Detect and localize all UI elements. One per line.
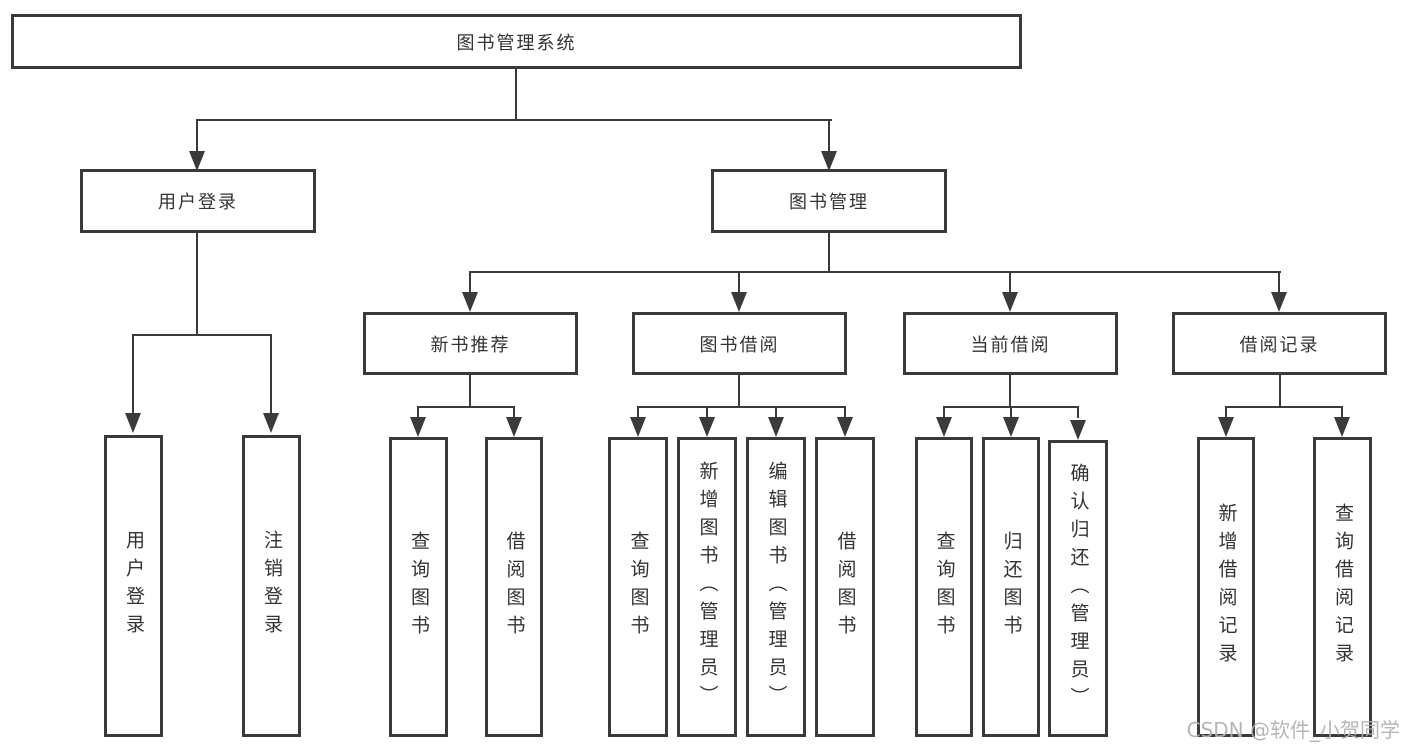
leaf-label: 归还图书 [1000,531,1023,643]
arrowhead-down [189,151,205,171]
connector-line [1225,406,1227,418]
leaf-add-borrow-record: 新增借阅记录 [1197,437,1255,737]
connector-line [828,233,830,273]
node-label: 图书借阅 [699,334,780,356]
arrowhead-down [263,413,279,433]
connector-line [469,271,471,293]
arrowhead-down [1003,417,1019,437]
connector-line [637,406,846,408]
node-label: 图书管理 [789,192,869,213]
connector-line [637,406,639,418]
node-label: 新书推荐 [430,334,511,356]
connector-line [738,271,740,293]
node-user-login: 用户登录 [80,169,316,233]
connector-line [738,375,740,408]
connector-line [1010,406,1012,418]
connector-line [1225,406,1343,408]
leaf-confirm-return-admin: 确认归还（管理员） [1048,440,1108,737]
node-book-borrow: 图书借阅 [632,312,847,375]
leaf-borrow-book: 借阅图书 [815,437,875,737]
connector-line [844,406,846,418]
connector-line [132,334,134,415]
connector-line [132,334,272,336]
connector-line [1278,271,1280,293]
node-label: 借阅记录 [1239,334,1320,356]
connector-line [417,406,515,408]
connector-line [196,119,832,121]
leaf-label: 借阅图书 [834,531,857,643]
leaf-query-book: 查询图书 [608,437,668,737]
node-new-book-recommend: 新书推荐 [363,312,578,375]
leaf-label: 查询图书 [408,531,430,643]
connector-line [943,406,945,418]
leaf-logout: 注销登录 [242,435,301,737]
leaf-label: 借阅图书 [503,531,526,643]
connector-line [828,119,830,153]
leaf-label: 查询图书 [627,531,650,643]
leaf-label: 新增图书（管理员） [696,461,719,713]
arrowhead-down [1070,420,1086,440]
leaf-label: 注销登录 [261,530,283,642]
leaf-borrow-book: 借阅图书 [485,437,543,737]
connector-line [706,406,708,418]
node-borrow-record: 借阅记录 [1172,312,1387,375]
leaf-user-login: 用户登录 [104,435,163,737]
arrowhead-down [506,417,522,437]
connector-line [775,406,777,418]
leaf-query-book: 查询图书 [915,437,973,737]
connector-line [270,334,272,415]
arrowhead-down [699,417,715,437]
connector-line [196,119,198,153]
connector-line [515,67,517,121]
connector-line [417,406,419,418]
arrowhead-down [462,292,478,312]
leaf-label: 编辑图书（管理员） [765,461,788,713]
arrowhead-down [125,413,141,433]
connector-line [1341,406,1343,418]
node-current-borrow: 当前借阅 [903,312,1118,375]
node-root-library-system: 图书管理系统 [11,14,1022,69]
leaf-query-book: 查询图书 [389,437,448,737]
arrowhead-down [1334,417,1350,437]
node-book-management: 图书管理 [711,169,947,233]
node-label: 用户登录 [158,192,238,213]
leaf-label: 用户登录 [123,530,145,642]
leaf-query-borrow-record: 查询借阅记录 [1313,437,1372,737]
node-label: 图书管理系统 [456,32,577,54]
leaf-label: 查询图书 [933,531,956,643]
arrowhead-down [731,292,747,312]
csdn-watermark: CSDN @软件_小贺同学 [1186,718,1400,742]
connector-line [1009,271,1011,293]
leaf-label: 查询借阅记录 [1332,503,1354,671]
arrowhead-down [630,417,646,437]
leaf-return-book: 归还图书 [982,437,1040,737]
node-label: 当前借阅 [970,334,1051,356]
connector-line [469,375,471,408]
arrowhead-down [768,417,784,437]
leaf-label: 确认归还（管理员） [1067,462,1090,715]
connector-line [1009,375,1011,408]
arrowhead-down [410,417,426,437]
connector-line [1077,406,1079,418]
arrowhead-down [1218,417,1234,437]
arrowhead-down [821,151,837,171]
connector-line [1279,375,1281,408]
arrowhead-down [1271,292,1287,312]
leaf-add-book-admin: 新增图书（管理员） [677,437,737,737]
leaf-edit-book-admin: 编辑图书（管理员） [746,437,806,737]
connector-line [469,271,1281,273]
leaf-label: 新增借阅记录 [1215,503,1238,671]
arrowhead-down [936,417,952,437]
connector-line [196,233,198,336]
arrowhead-down [837,417,853,437]
connector-line [513,406,515,418]
arrowhead-down [1002,292,1018,312]
